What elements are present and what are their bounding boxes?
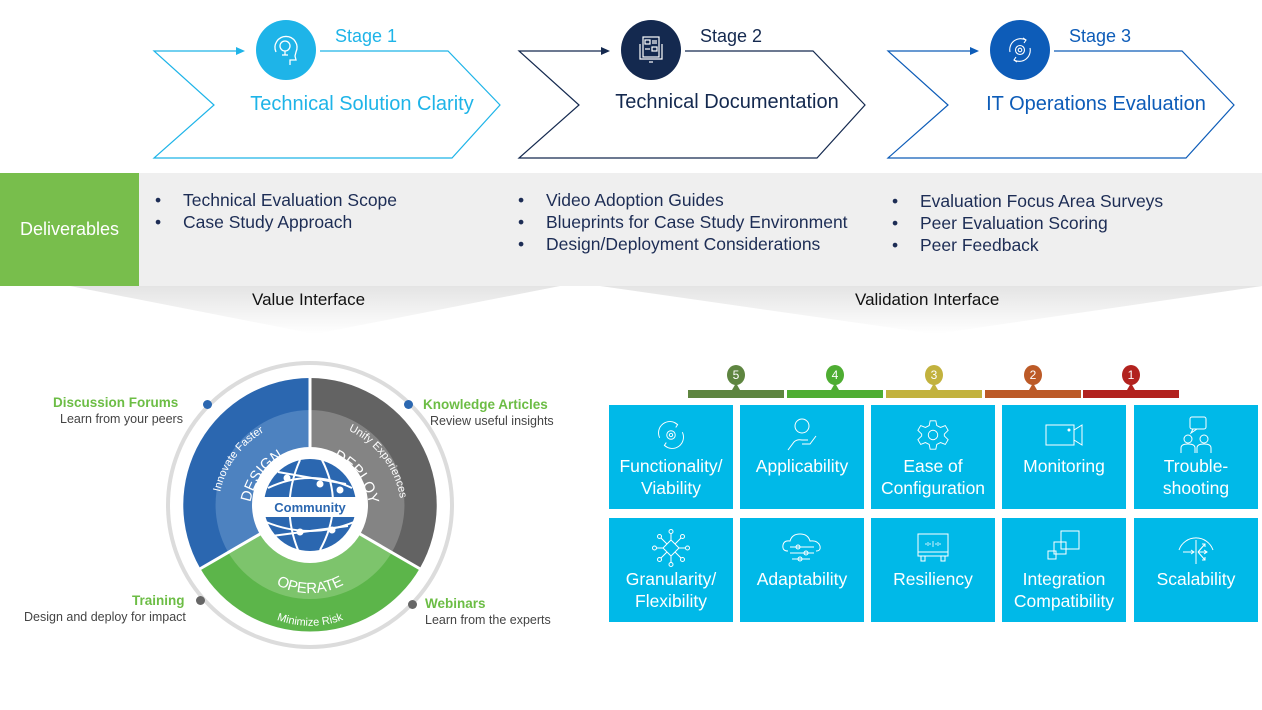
interface-funnels	[70, 286, 1262, 334]
criterion-label: Scalability	[1156, 569, 1236, 589]
channel-discussion-forums-title: Discussion Forums	[53, 395, 179, 410]
globe-icon	[264, 459, 356, 551]
scale-pointer	[1029, 383, 1037, 390]
scale-bar-2	[985, 390, 1081, 398]
stage-3-label: Stage 3	[1069, 26, 1132, 46]
stage-2-title: Technical Documentation	[615, 91, 839, 113]
deliverables-stage-2: Video Adoption Guides Blueprints for Cas…	[516, 189, 848, 255]
stage-1-label: Stage 1	[335, 26, 398, 46]
criterion-label: Adaptability	[756, 569, 848, 589]
hand-person-icon	[784, 415, 820, 455]
criterion-label: Trouble- shooting	[1162, 456, 1230, 498]
stage-3-chevron	[886, 47, 1235, 159]
stage-2-chevron	[517, 47, 866, 159]
deliverables-label: Deliverables	[0, 173, 139, 286]
scale-value-3: 3	[925, 365, 943, 385]
server-appliance-icon	[915, 528, 951, 568]
scale-arrows-icon	[1175, 528, 1217, 568]
deliverables-stage-1: Technical Evaluation Scope Case Study Ap…	[153, 189, 397, 233]
gear-cycle-icon	[654, 415, 688, 455]
value-funnel	[70, 286, 560, 334]
criterion-tile: Functionality/ Viability	[609, 405, 733, 509]
deliverable-item: Blueprints for Case Study Environment	[516, 211, 848, 233]
channel-knowledge-articles-subtitle: Review useful insights	[430, 414, 554, 428]
validation-interface-label: Validation Interface	[855, 290, 1000, 309]
stage-2-label: Stage 2	[700, 26, 763, 46]
gear-icon	[916, 415, 950, 455]
scale-value-1: 1	[1122, 365, 1140, 385]
criterion-tile: Adaptability	[740, 518, 864, 622]
criterion-label: Functionality/ Viability	[619, 456, 723, 498]
criterion-label: Applicability	[755, 456, 849, 476]
scale-pointer	[831, 383, 839, 390]
scale-value-5: 5	[727, 365, 745, 385]
stage-3-title: IT Operations Evaluation	[986, 93, 1206, 115]
criterion-tile: Trouble- shooting	[1134, 405, 1258, 509]
stage-1: Stage 1 Technical Solution Clarity	[152, 18, 522, 163]
deliverables-stage-3: Evaluation Focus Area Surveys Peer Evalu…	[890, 190, 1163, 256]
webinars-dot	[408, 600, 417, 609]
criterion-label: Granularity/ Flexibility	[625, 569, 717, 611]
network-hub-icon	[651, 528, 691, 568]
knowledge-articles-dot	[404, 400, 413, 409]
scale-pointer	[732, 383, 740, 390]
scale-bar-1	[1083, 390, 1179, 398]
stage-3: Stage 3 IT Operations Evaluation	[886, 18, 1256, 163]
stacked-squares-icon	[1045, 528, 1083, 568]
deliverable-item: Peer Evaluation Scoring	[890, 212, 1163, 234]
deliverable-item: Evaluation Focus Area Surveys	[890, 190, 1163, 212]
video-camera-icon	[1044, 415, 1084, 455]
lightbulb-head-icon	[256, 20, 316, 80]
criterion-tile: Integration Compatibility	[1002, 518, 1126, 622]
scale-bar-3	[886, 390, 982, 398]
criterion-tile: Resiliency	[871, 518, 995, 622]
deliverable-item: Video Adoption Guides	[516, 189, 848, 211]
stage-1-chevron	[152, 47, 501, 159]
channel-webinars-subtitle: Learn from the experts	[425, 613, 551, 627]
channel-training-title: Training	[132, 593, 185, 608]
stage-1-title: Technical Solution Clarity	[250, 93, 474, 115]
criterion-tile: Granularity/ Flexibility	[609, 518, 733, 622]
people-chat-icon	[1178, 415, 1214, 455]
value-interface-label: Value Interface	[252, 290, 366, 309]
deliverable-item: Case Study Approach	[153, 211, 397, 233]
criterion-tile: Ease of Configuration	[871, 405, 995, 509]
scale-bar-4	[787, 390, 883, 398]
discussion-forums-dot	[203, 400, 212, 409]
scale-pointer	[930, 383, 938, 390]
criterion-tile: Scalability	[1134, 518, 1258, 622]
criterion-label: Integration Compatibility	[1013, 569, 1115, 611]
channel-webinars-title: Webinars	[425, 596, 486, 611]
deliverable-item: Technical Evaluation Scope	[153, 189, 397, 211]
criterion-tile: Monitoring	[1002, 405, 1126, 509]
scale-bar-5	[688, 390, 784, 398]
community-wheel: Community Innovate Faster DESIGN Unify E…	[166, 361, 454, 649]
training-dot	[196, 596, 205, 605]
gear-cycle-icon	[990, 20, 1050, 80]
outer-ring	[166, 361, 454, 649]
criterion-label: Resiliency	[893, 569, 973, 589]
deliverable-item: Peer Feedback	[890, 234, 1163, 256]
scale-pointer	[1127, 383, 1135, 390]
document-monitor-icon	[621, 20, 681, 80]
criterion-label: Monitoring	[1023, 456, 1105, 476]
channel-training-subtitle: Design and deploy for impact	[24, 610, 186, 624]
scale-value-4: 4	[826, 365, 844, 385]
wheel-center-label: Community	[274, 500, 346, 515]
cloud-sliders-icon	[780, 528, 824, 568]
channel-knowledge-articles-title: Knowledge Articles	[423, 397, 548, 412]
criterion-tile: Applicability	[740, 405, 864, 509]
criterion-label: Ease of Configuration	[880, 456, 986, 498]
operate-tagline: Minimize Risk	[276, 611, 345, 629]
stage-2: Stage 2 Technical Documentation	[517, 18, 887, 163]
validation-funnel	[600, 286, 1262, 334]
channel-discussion-forums-subtitle: Learn from your peers	[60, 412, 183, 426]
deliverable-item: Design/Deployment Considerations	[516, 233, 848, 255]
scale-value-2: 2	[1024, 365, 1042, 385]
